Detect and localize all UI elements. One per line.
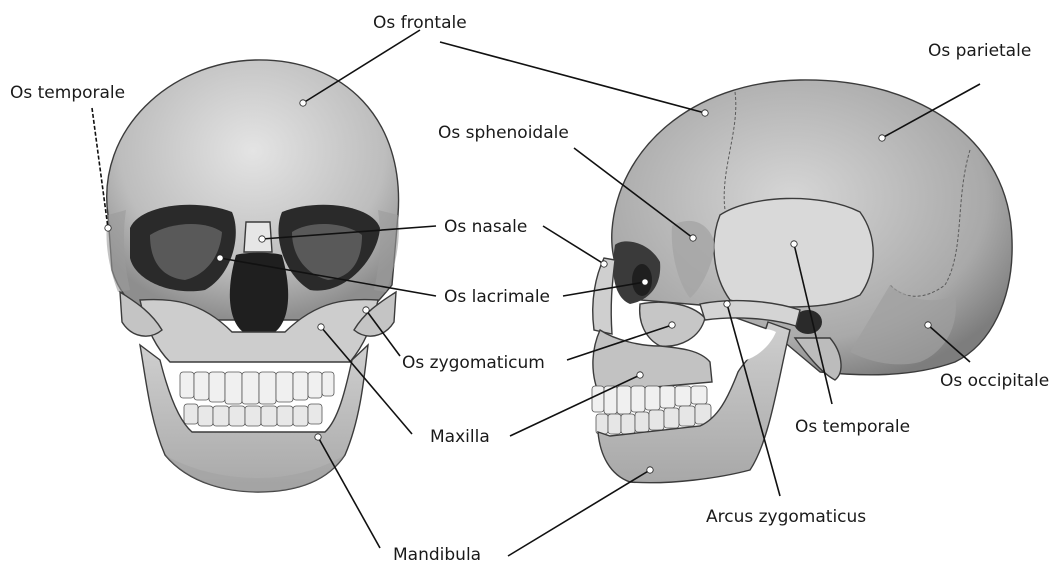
label-os-nasale: Os nasale xyxy=(444,217,527,237)
lower-teeth-front xyxy=(184,404,322,426)
nasal-lateral xyxy=(593,258,615,334)
label-mandibula: Mandibula xyxy=(393,545,481,565)
label-os-sphenoidale: Os sphenoidale xyxy=(438,123,569,143)
label-os-temporale-front: Os temporale xyxy=(10,83,125,103)
label-os-parietale: Os parietale xyxy=(928,41,1031,61)
nasal-bone-shape xyxy=(244,222,272,252)
orbit-lateral-inner xyxy=(632,264,652,296)
label-arcus-zygomaticus: Arcus zygomaticus xyxy=(706,507,866,527)
label-maxilla: Maxilla xyxy=(430,427,490,447)
label-os-temporale-side: Os temporale xyxy=(795,417,910,437)
skull-front-view xyxy=(106,60,398,492)
temporal-squama-shape xyxy=(714,198,873,307)
label-os-zygomaticum: Os zygomaticum xyxy=(402,353,545,373)
label-os-frontale: Os frontale xyxy=(373,13,467,33)
upper-teeth-front xyxy=(180,372,334,404)
label-os-occipitale: Os occipitale xyxy=(940,371,1049,391)
label-os-lacrimale: Os lacrimale xyxy=(444,287,550,307)
